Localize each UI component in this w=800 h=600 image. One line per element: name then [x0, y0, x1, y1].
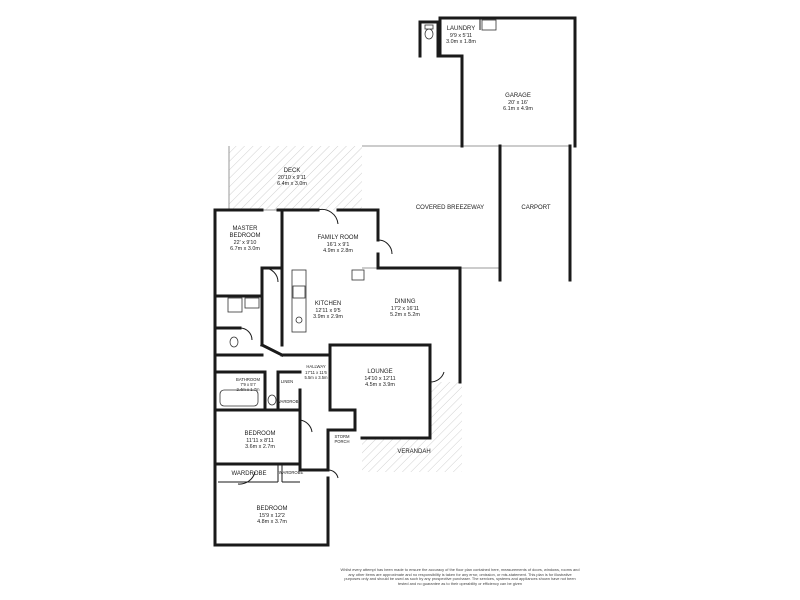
wardrobe-1-name: WARDROBE: [277, 399, 302, 404]
bathroom-metric: 2.4m x 1.7m: [236, 387, 260, 392]
laundry-name: LAUNDRY: [447, 26, 476, 32]
room-labels: LAUNDRY 9'9 x 5'11 3.0m x 1.8m GARAGE 20…: [229, 26, 550, 525]
garage-imperial: 20' x 16': [508, 100, 528, 106]
laundry-metric: 3.0m x 1.8m: [446, 39, 476, 45]
family-name: FAMILY ROOM: [317, 235, 358, 241]
linen-name: LINEN: [281, 379, 293, 384]
bedroom-3-metric: 4.8m x 3.7m: [257, 519, 287, 525]
garage-laundry-walls: [418, 16, 577, 282]
garage-name: GARAGE: [505, 93, 531, 99]
storm-porch-name-1: STORM: [334, 434, 350, 439]
garage-metric: 6.1m x 4.9m: [503, 106, 533, 112]
master-name-2: BEDROOM: [229, 233, 260, 239]
storm-porch-name-2: PORCH: [334, 439, 349, 444]
kitchen-imperial: 12'11 x 9'5: [315, 308, 340, 314]
fridge-icon: [351, 269, 365, 281]
bedroom-2-imperial: 11'11 x 8'11: [246, 438, 274, 444]
bedroom-3-imperial: 15'9 x 12'2: [259, 513, 285, 519]
kitchen-metric: 3.9m x 2.9m: [313, 314, 343, 320]
hallway-metric: 5.5m x 3.5m: [304, 375, 328, 380]
master-imperial: 22' x 9'10: [234, 240, 257, 246]
toilet-cistern-icon: [424, 24, 434, 30]
dining-metric: 5.2m x 5.2m: [390, 312, 420, 318]
deck-imperial: 20'10 x 9'11: [278, 175, 306, 181]
toilet-icon: [424, 28, 434, 40]
ensuite-vanity-icon: [244, 297, 260, 309]
disclaimer-text: Whilst every attempt has been made to en…: [340, 567, 580, 586]
deck-name: DECK: [284, 168, 301, 174]
hallway-imperial: 17'11 x 11'6: [305, 370, 327, 375]
dining-imperial: 17'2 x 16'11: [391, 306, 419, 312]
bedroom-2-metric: 3.6m x 2.7m: [245, 444, 275, 450]
verandah-name: VERANDAH: [397, 449, 430, 455]
bathroom-name: BATHROOM: [236, 377, 260, 382]
laundry-imperial: 9'9 x 5'11: [450, 33, 472, 39]
kitchen-bench-icon: [291, 269, 307, 333]
lounge-metric: 4.5m x 3.9m: [365, 382, 395, 388]
ensuite-toilet-icon: [229, 336, 239, 348]
master-name-1: MASTER: [232, 226, 258, 232]
bathroom-toilet-icon: [267, 394, 277, 406]
master-metric: 6.7m x 3.0m: [230, 246, 260, 252]
laundry-tub-icon: [481, 19, 497, 31]
bath-tub-icon: [219, 389, 259, 407]
kitchen-name: KITCHEN: [315, 301, 341, 307]
breezeway-name: COVERED BREEZEWAY: [416, 205, 484, 211]
sink-icon: [295, 316, 303, 324]
cooktop-icon: [292, 285, 306, 299]
bathroom-imperial: 7'9 x 5'7: [240, 382, 256, 387]
deck-area: [229, 146, 362, 210]
carport-name: CARPORT: [521, 205, 551, 211]
verandah-area: [362, 382, 462, 472]
house-walls: [213, 208, 462, 547]
lounge-name: LOUNGE: [367, 369, 392, 375]
hallway-name: HALLWAY: [306, 364, 325, 369]
ensuite-shower-icon: [227, 297, 243, 313]
family-metric: 4.9m x 2.8m: [323, 248, 353, 254]
wardrobe-2-name: WARDROBE: [231, 471, 266, 477]
deck-metric: 6.4m x 3.0m: [277, 181, 307, 187]
dining-name: DINING: [395, 299, 416, 305]
door-swings: [237, 209, 445, 485]
wardrobe-3-name: WARDROBE: [279, 470, 304, 475]
lounge-imperial: 14'10 x 12'11: [364, 376, 395, 382]
bedroom-2-name: BEDROOM: [244, 431, 275, 437]
family-imperial: 16'1 x 9'1: [327, 242, 350, 248]
bedroom-3-name: BEDROOM: [256, 506, 287, 512]
